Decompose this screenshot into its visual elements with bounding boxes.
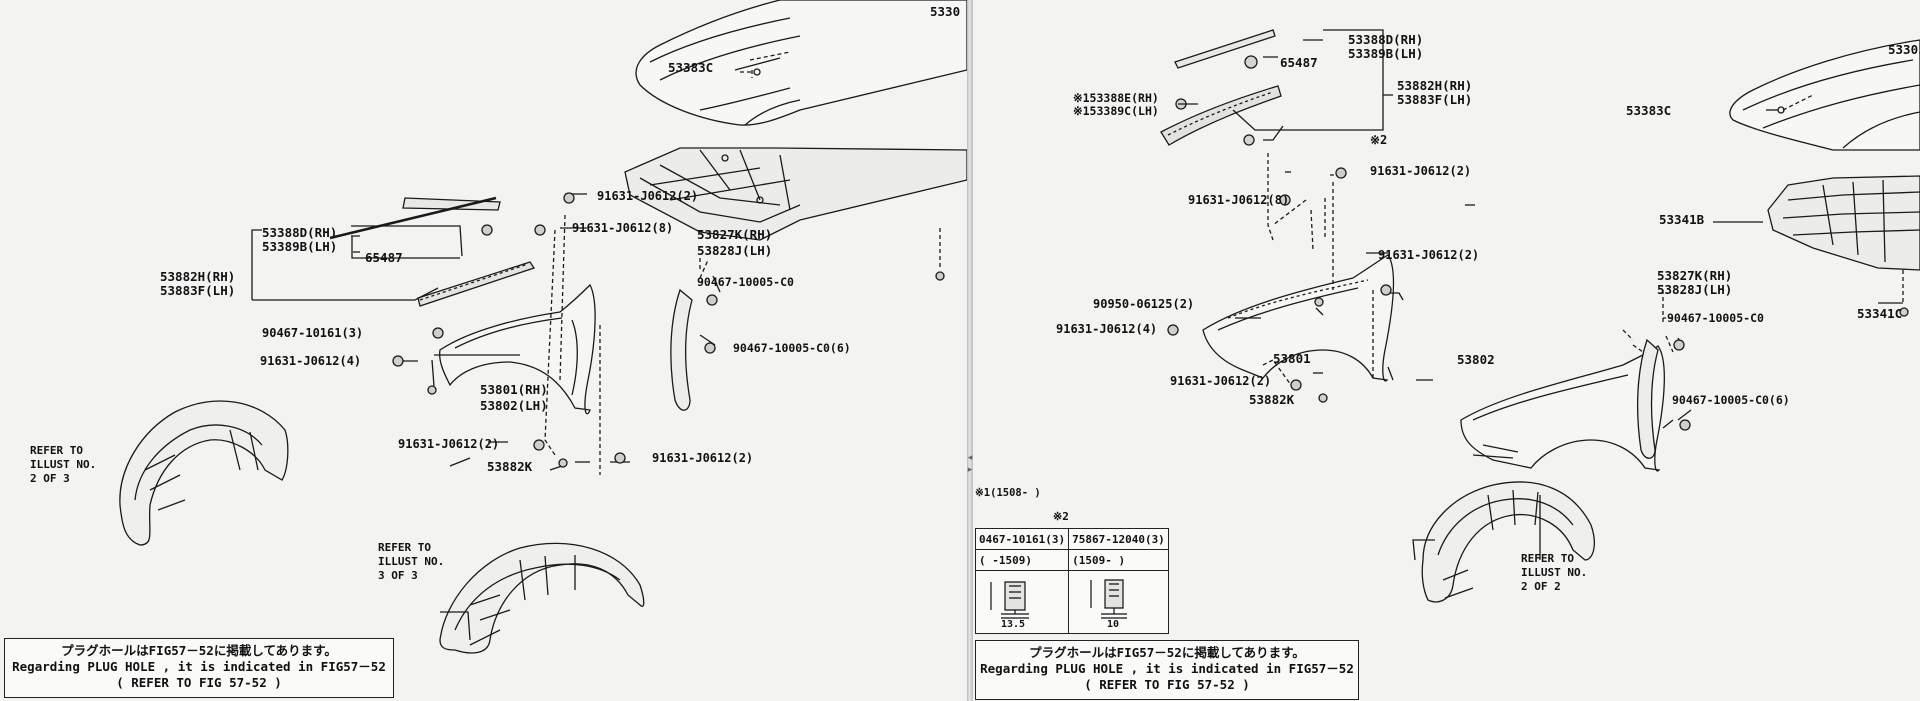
clip-icon: 10 bbox=[1090, 578, 1128, 630]
clip-size: 13.5 bbox=[1001, 619, 1025, 628]
moulding-strip-drawing bbox=[402, 197, 501, 211]
front-fender-drawing bbox=[1202, 254, 1395, 382]
part-label: 53388D(RH) bbox=[1348, 32, 1423, 47]
clip-table-mark: ※2 bbox=[1053, 510, 1069, 523]
refer-note-front: 2 OF 3 bbox=[30, 472, 70, 485]
note-japanese: プラグホールはFIG57－52に掲載してあります。 bbox=[1029, 645, 1305, 660]
fender-liner-drawing bbox=[1412, 481, 1595, 603]
part-label: 53383C bbox=[1626, 103, 1671, 118]
clip-date-range: (1509- ) bbox=[1068, 549, 1169, 571]
refer-note-front: REFER TO bbox=[30, 444, 83, 457]
part-label: 53301 bbox=[1888, 42, 1920, 57]
front-fender-drawing bbox=[439, 283, 596, 415]
splitter-grip-icon[interactable]: ◂▸ bbox=[967, 453, 973, 475]
clip-size: 10 bbox=[1107, 619, 1119, 628]
part-label: 53389B(LH) bbox=[262, 239, 337, 254]
part-label: 53883F(LH) bbox=[1397, 92, 1472, 107]
part-label: 91631-J0612(2) bbox=[597, 189, 698, 203]
left-diagram-pane[interactable]: 53383C 5330 53388D(RH) 53389B(LH) 65487 … bbox=[0, 0, 967, 701]
part-label: 65487 bbox=[1280, 55, 1318, 70]
part-label: 53827K(RH) bbox=[697, 227, 772, 242]
clip-part-number: 0467-10161(3) bbox=[974, 528, 1070, 550]
part-label: 90467-10005-C0(6) bbox=[1672, 393, 1790, 407]
clip-drawing-cell: 10 bbox=[1068, 570, 1169, 634]
part-label: 91631-J0612(2) bbox=[1170, 374, 1271, 388]
part-label: 53882K bbox=[1249, 392, 1295, 407]
hood-drawing bbox=[1729, 39, 1920, 151]
part-label: 53882H(RH) bbox=[160, 269, 235, 284]
footnote-1: ※1(1508- ) bbox=[975, 487, 1041, 499]
note-english: Regarding PLUG HOLE , it is indicated in… bbox=[12, 659, 386, 674]
part-label: 91631-J0612(4) bbox=[1056, 322, 1157, 336]
part-label: 53383C bbox=[668, 60, 713, 75]
note-reference: ( REFER TO FIG 57-52 ) bbox=[1084, 677, 1250, 692]
part-label: 53341C bbox=[1857, 306, 1902, 321]
refer-note-rear: REFER TO bbox=[378, 541, 431, 554]
clip-part-number: 75867-12040(3) bbox=[1068, 528, 1169, 550]
part-label: 91631-J0612(2) bbox=[652, 451, 753, 465]
fender-liner-front-drawing bbox=[119, 400, 289, 546]
refer-note: 2 OF 2 bbox=[1521, 580, 1561, 593]
part-label: 65487 bbox=[365, 250, 403, 265]
hood-insulator-drawing bbox=[624, 147, 967, 241]
hood-drawing bbox=[635, 0, 967, 126]
part-label: 53882H(RH) bbox=[1397, 78, 1472, 93]
refer-note-rear: 3 OF 3 bbox=[378, 569, 418, 582]
part-label: 91631-J0612(2) bbox=[1378, 248, 1479, 262]
part-label: 53827K(RH) bbox=[1657, 268, 1732, 283]
fender-seal-drawing bbox=[1636, 338, 1659, 459]
note-japanese: プラグホールはFIG57－52に掲載してあります。 bbox=[61, 643, 337, 658]
part-label: 53828J(LH) bbox=[697, 243, 772, 258]
part-label: 91631-J0612(8) bbox=[572, 221, 673, 235]
part-label: 53828J(LH) bbox=[1657, 282, 1732, 297]
fender-liner-rear-drawing bbox=[439, 542, 645, 654]
part-label: ※153388E(RH) bbox=[1073, 91, 1159, 105]
moulding-strip-drawing bbox=[1174, 29, 1276, 69]
part-label: 53388D(RH) bbox=[262, 225, 337, 240]
part-label: 91631-J0612(2) bbox=[398, 437, 499, 451]
plug-hole-note: プラグホールはFIG57－52に掲載してあります。 Regarding PLUG… bbox=[975, 640, 1359, 700]
clip-variant-table: 0467-10161(3) 75867-12040(3) ( -1509) (1… bbox=[974, 528, 1169, 634]
part-label: ※153389C(LH) bbox=[1073, 104, 1159, 118]
part-label: 53389B(LH) bbox=[1348, 46, 1423, 61]
part-label: 91631-J0612(2) bbox=[1370, 164, 1471, 178]
clip-drawing-cell: 13.5 bbox=[974, 570, 1070, 634]
left-parts-diagram: 53383C 5330 53388D(RH) 53389B(LH) 65487 … bbox=[30, 0, 967, 654]
plug-hole-note: プラグホールはFIG57－52に掲載してあります。 Regarding PLUG… bbox=[4, 638, 394, 698]
clip-date-range: ( -1509) bbox=[974, 549, 1070, 571]
part-label: 53801(RH) bbox=[480, 382, 548, 397]
part-label: 53341B bbox=[1659, 212, 1705, 227]
clip-icon: 13.5 bbox=[990, 580, 1030, 630]
part-label: 5330 bbox=[930, 4, 960, 19]
refer-note-rear: ILLUST NO. bbox=[378, 555, 444, 568]
part-label: 53883F(LH) bbox=[160, 283, 235, 298]
hood-insulator-drawing bbox=[1767, 175, 1920, 271]
part-label: 53802(LH) bbox=[480, 398, 548, 413]
right-parts-diagram: 53388D(RH) 53389B(LH) 65487 ※153388E(RH)… bbox=[975, 29, 1920, 603]
part-label: 90467-10005-C0 bbox=[1667, 311, 1764, 325]
part-label: 90467-10161(3) bbox=[262, 326, 363, 340]
refer-note: REFER TO bbox=[1521, 552, 1574, 565]
fender-seal-drawing bbox=[670, 288, 693, 411]
refer-note: ILLUST NO. bbox=[1521, 566, 1587, 579]
part-label: 53802 bbox=[1457, 352, 1495, 367]
note-english: Regarding PLUG HOLE , it is indicated in… bbox=[980, 661, 1354, 676]
part-label: 91631-J0612(4) bbox=[260, 354, 361, 368]
note-reference: ( REFER TO FIG 57-52 ) bbox=[116, 675, 282, 690]
refer-note-front: ILLUST NO. bbox=[30, 458, 96, 471]
part-label: 53882K bbox=[487, 459, 533, 474]
part-label: 53801 bbox=[1273, 351, 1311, 366]
part-label: 90467-10005-C0 bbox=[697, 275, 794, 289]
part-label: ※2 bbox=[1370, 133, 1387, 147]
part-label: 91631-J0612(8) bbox=[1188, 193, 1289, 207]
right-diagram-pane[interactable]: 53388D(RH) 53389B(LH) 65487 ※153388E(RH)… bbox=[973, 0, 1920, 701]
pane-splitter[interactable]: ◂▸ bbox=[967, 0, 973, 701]
part-label: 90467-10005-C0(6) bbox=[733, 341, 851, 355]
part-label: 90950-06125(2) bbox=[1093, 297, 1194, 311]
